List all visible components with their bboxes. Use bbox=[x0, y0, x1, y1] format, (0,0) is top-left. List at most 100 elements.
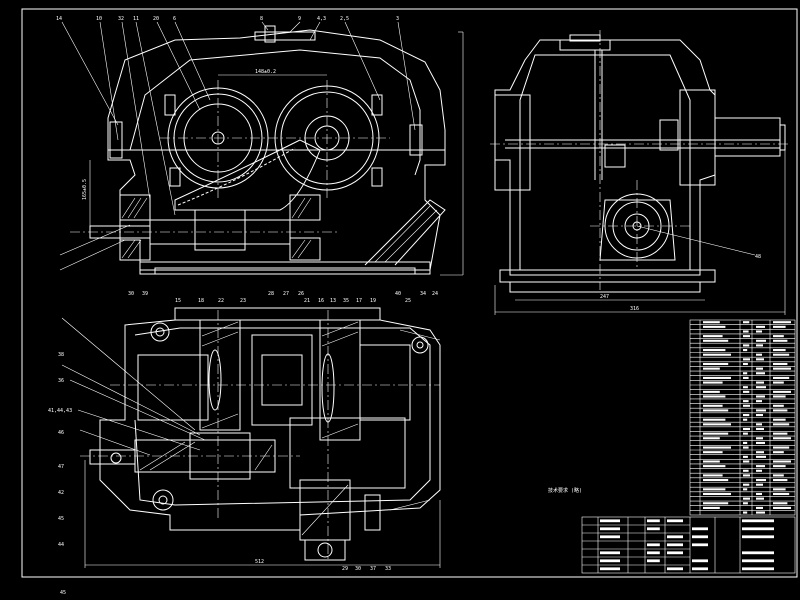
plan-view-labels: 15 18 22 23 21 16 13 35 17 19 25 38 36 4… bbox=[48, 298, 411, 572]
parts-list-cell-mark bbox=[703, 339, 729, 342]
parts-list-cell-mark bbox=[743, 455, 748, 458]
parts-list-cell-mark bbox=[703, 367, 720, 370]
plan-view bbox=[61, 307, 441, 568]
parts-list-cell-mark bbox=[773, 460, 791, 463]
title-block-cell-mark bbox=[742, 535, 774, 539]
callout-34: 34 bbox=[420, 291, 426, 297]
parts-list-cell-mark bbox=[743, 502, 748, 505]
parts-list-cell-mark bbox=[703, 506, 720, 509]
parts-list-cell-mark bbox=[703, 390, 720, 393]
parts-list-cell-mark bbox=[703, 432, 729, 435]
parts-list-cell-mark bbox=[756, 465, 765, 468]
parts-list-cell-mark bbox=[756, 325, 765, 328]
parts-list-cell-mark bbox=[703, 423, 731, 426]
parts-list-cell-mark bbox=[773, 474, 784, 477]
parts-list-cell-mark bbox=[743, 386, 748, 389]
title-block-cell-mark bbox=[600, 527, 620, 531]
title-block-cell-mark bbox=[692, 559, 708, 563]
callout-48: 48 bbox=[755, 254, 761, 260]
callout-40: 40 bbox=[395, 291, 401, 297]
parts-list-cell-mark bbox=[756, 381, 764, 384]
parts-list-cell-mark bbox=[743, 349, 748, 352]
parts-list-cell-mark bbox=[703, 353, 731, 356]
parts-list-cell-mark bbox=[773, 492, 790, 496]
parts-list-cell-mark bbox=[743, 427, 750, 431]
parts-list-cell-mark bbox=[773, 325, 786, 328]
title-block-cell-mark bbox=[647, 527, 660, 531]
parts-list-cell-mark bbox=[756, 386, 766, 389]
side-view bbox=[490, 30, 790, 315]
callout-36: 36 bbox=[58, 378, 64, 384]
parts-list-cell-mark bbox=[743, 474, 750, 477]
title-block-frame bbox=[581, 516, 796, 574]
parts-list-cell-mark bbox=[743, 372, 748, 375]
parts-list-cell-mark bbox=[743, 376, 749, 379]
parts-list-cell-mark bbox=[703, 418, 726, 421]
parts-list-cell-mark bbox=[756, 344, 763, 347]
parts-list-cell-mark bbox=[756, 353, 762, 356]
parts-list-cell-mark bbox=[743, 488, 748, 491]
title-block-cell-mark bbox=[600, 535, 620, 539]
parts-list-cell-mark bbox=[773, 339, 788, 342]
title-block-cell-mark bbox=[667, 543, 683, 547]
parts-list-cell-mark bbox=[743, 469, 749, 472]
parts-list-cell-mark bbox=[773, 437, 791, 440]
callout-27: 27 bbox=[283, 291, 289, 297]
dimension-inner-width: 247 bbox=[600, 294, 609, 300]
front-view bbox=[59, 21, 464, 276]
callout-33: 33 bbox=[385, 566, 391, 572]
title-block-cell-mark bbox=[667, 535, 683, 539]
parts-list-cell-mark bbox=[703, 465, 726, 468]
parts-list-cell-mark bbox=[703, 492, 731, 496]
parts-list-cell-mark bbox=[756, 423, 762, 426]
callout-44: 44 bbox=[58, 542, 64, 548]
parts-list-cell-mark bbox=[756, 497, 764, 500]
callout-22: 22 bbox=[218, 298, 224, 304]
parts-list-cell-mark bbox=[773, 335, 784, 338]
callout-28: 28 bbox=[268, 291, 274, 297]
parts-list-cell-mark bbox=[743, 358, 750, 361]
callout-42: 42 bbox=[58, 490, 64, 496]
callout-46: 46 bbox=[58, 430, 64, 436]
parts-list-cell-mark bbox=[703, 451, 723, 454]
parts-list-cell-mark bbox=[773, 451, 784, 454]
title-block-cell-mark bbox=[667, 567, 683, 571]
parts-list-cell-mark bbox=[773, 353, 790, 356]
callout-9: 9 bbox=[298, 16, 301, 22]
parts-list-cell-mark bbox=[703, 404, 723, 407]
parts-list-cell-mark bbox=[756, 455, 766, 458]
callout-30-plan: 30 bbox=[355, 566, 361, 572]
dimension-shaft-height: 165±0.5 bbox=[82, 179, 88, 200]
parts-list-cell-mark bbox=[756, 339, 766, 342]
callout-37: 37 bbox=[370, 566, 376, 572]
parts-list-cell-mark bbox=[773, 390, 791, 393]
parts-list-cell-mark bbox=[773, 423, 790, 426]
title-block-cell-mark bbox=[742, 567, 774, 571]
parts-list-cell-mark bbox=[773, 367, 791, 370]
parts-list-cell-mark bbox=[703, 446, 731, 449]
parts-list-cell-mark bbox=[756, 479, 766, 482]
technical-requirements-note: 技术要求 (略) bbox=[548, 487, 582, 494]
front-view-labels: 14 10 32 11 20 6 8 9 4,3 2,5 3 148±0.2 1… bbox=[56, 16, 438, 297]
parts-list-cell-mark bbox=[703, 474, 723, 477]
callout-41-44-43: 41,44,43 bbox=[48, 408, 72, 414]
parts-list-cell-mark bbox=[703, 321, 720, 324]
parts-list-cell-mark bbox=[756, 492, 762, 496]
parts-list-cell-mark bbox=[743, 321, 750, 324]
parts-list-cell-mark bbox=[773, 446, 790, 449]
parts-list-cell-mark bbox=[743, 414, 750, 417]
parts-list-cell-mark bbox=[756, 400, 762, 403]
parts-list-cell-mark bbox=[756, 395, 765, 398]
parts-list-cell-mark bbox=[773, 381, 784, 384]
parts-list-table bbox=[689, 319, 796, 516]
parts-list-cell-mark bbox=[773, 502, 788, 505]
parts-list-cell-mark bbox=[703, 488, 726, 491]
parts-list-cell-mark bbox=[756, 372, 765, 375]
parts-list-cell-mark bbox=[743, 330, 749, 333]
callout-14: 14 bbox=[56, 16, 62, 22]
callout-24: 24 bbox=[432, 291, 438, 297]
callout-18: 18 bbox=[198, 298, 204, 304]
callout-25: 25 bbox=[405, 298, 411, 304]
parts-list-cell-mark bbox=[773, 404, 784, 407]
parts-list-cell-mark bbox=[756, 437, 763, 440]
